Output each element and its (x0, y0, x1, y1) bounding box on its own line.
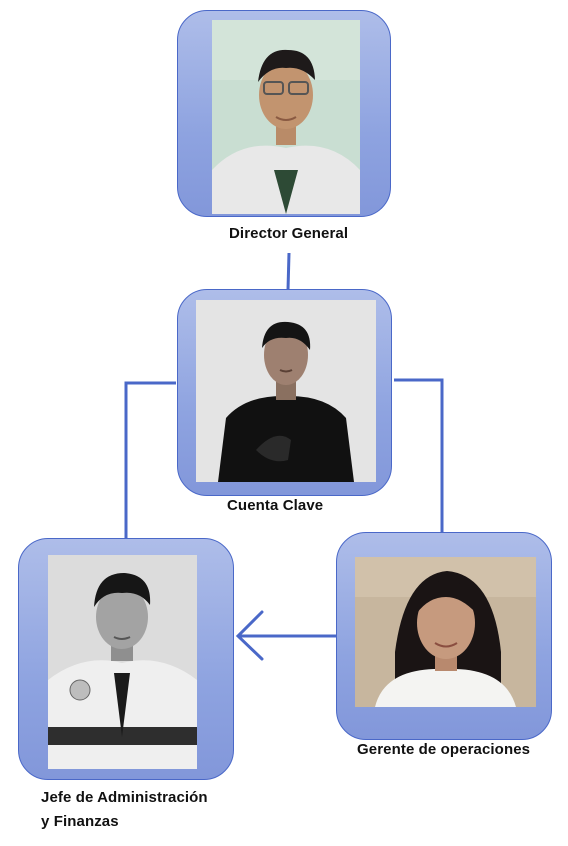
arrow-head-icon (235, 610, 264, 661)
photo-director (212, 20, 360, 214)
connector-cuenta-jefe (124, 381, 176, 538)
node-label-cuenta: Cuenta Clave (227, 497, 324, 514)
node-label-gerente: Gerente de operaciones (357, 741, 531, 758)
connector-director-cuenta (286, 252, 291, 291)
photo-jefe (48, 555, 197, 769)
node-label-jefe-line1: Jefe de Administración (41, 789, 208, 806)
connector-cuenta-gerente (394, 378, 444, 532)
node-label-director: Director General (229, 225, 349, 242)
node-label-jefe-line2: y Finanzas (41, 813, 119, 830)
photo-cuenta (196, 300, 376, 482)
photo-gerente (355, 557, 536, 707)
